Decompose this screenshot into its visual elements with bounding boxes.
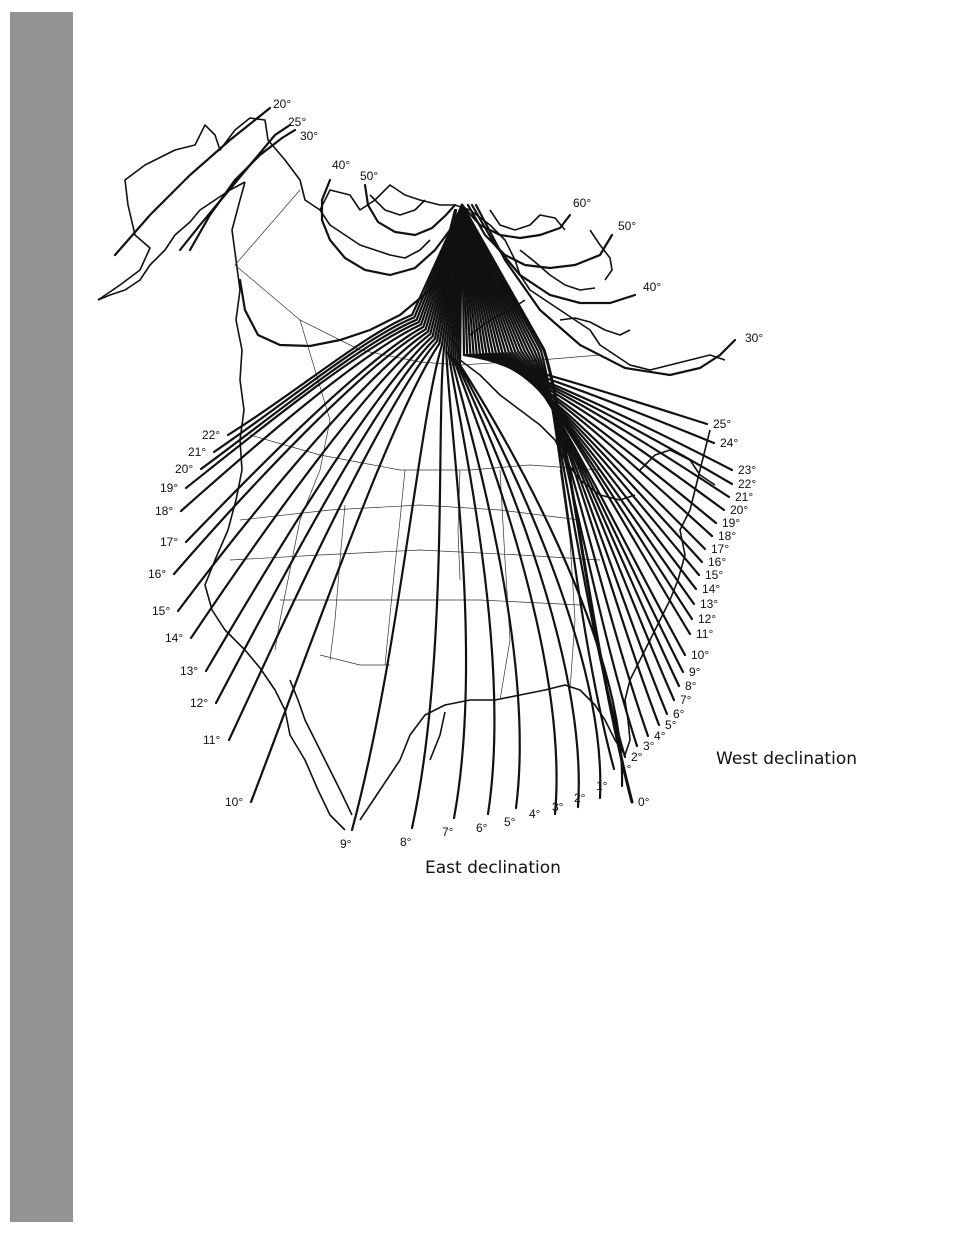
label-west-5: 5° — [504, 816, 515, 828]
label-west-8: 8° — [400, 836, 411, 848]
label-west-13: 13° — [180, 665, 198, 677]
label-west-15: 15° — [152, 605, 170, 617]
label-west-1: 1° — [596, 780, 607, 792]
isogonic-east-16 — [174, 205, 462, 574]
label-east-20: 20° — [730, 504, 748, 516]
isogonic-arctic-50 — [365, 185, 455, 235]
east-declination-caption: East declination — [425, 858, 561, 878]
label-east-22: 22° — [738, 478, 756, 490]
label-east-2: 2° — [631, 751, 642, 763]
label-west-9: 9° — [340, 838, 351, 850]
label-east-16: 16° — [708, 556, 726, 568]
label-east-15: 15° — [705, 569, 723, 581]
label-arctic-e50: 50° — [618, 220, 636, 232]
label-east-12: 12° — [698, 613, 716, 625]
label-east-1: 1° — [620, 763, 631, 775]
label-west-4: 4° — [529, 808, 540, 820]
label-west-17: 17° — [160, 536, 178, 548]
label-arctic-20: 20° — [273, 98, 291, 110]
label-west-18: 18° — [155, 505, 173, 517]
label-east-8: 8° — [685, 680, 696, 692]
label-west-22: 22° — [202, 429, 220, 441]
label-arctic-25: 25° — [288, 116, 306, 128]
label-arctic-e40: 40° — [643, 281, 661, 293]
label-west-10: 10° — [225, 796, 243, 808]
label-west-6: 6° — [476, 822, 487, 834]
label-west-16: 16° — [148, 568, 166, 580]
label-arctic-30: 30° — [300, 130, 318, 142]
isogonic-east-22 — [228, 205, 462, 435]
label-arctic-40: 40° — [332, 159, 350, 171]
label-west-14: 14° — [165, 632, 183, 644]
label-east-24: 24° — [720, 437, 738, 449]
label-east-4: 4° — [654, 730, 665, 742]
label-east-3: 3° — [643, 740, 654, 752]
label-west-11: 11° — [203, 734, 220, 746]
label-east-0: 0° — [638, 796, 649, 808]
label-east-10: 10° — [691, 649, 709, 661]
label-east-5: 5° — [665, 719, 676, 731]
label-west-12: 12° — [190, 697, 208, 709]
label-east-13: 13° — [700, 598, 718, 610]
label-east-25: 25° — [713, 418, 731, 430]
label-east-19: 19° — [722, 517, 740, 529]
label-east-14: 14° — [702, 583, 720, 595]
label-east-17: 17° — [711, 543, 729, 555]
label-east-11: 11° — [696, 628, 713, 640]
label-arctic-e30: 30° — [745, 332, 763, 344]
label-east-9: 9° — [689, 666, 700, 678]
label-east-23: 23° — [738, 464, 756, 476]
label-arctic-50: 50° — [360, 170, 378, 182]
label-west-19: 19° — [160, 482, 178, 494]
label-east-21: 21° — [735, 491, 753, 503]
label-west-2: 2° — [574, 792, 585, 804]
isogonic-east-14 — [191, 205, 462, 638]
west-declination-caption: West declination — [716, 749, 857, 769]
label-west-3: 3° — [552, 801, 563, 813]
label-west-21: 21° — [188, 446, 206, 458]
label-arctic-e60: 60° — [573, 197, 591, 209]
label-west-20: 20° — [175, 463, 193, 475]
label-east-18: 18° — [718, 530, 736, 542]
label-east-7: 7° — [680, 694, 691, 706]
label-west-7: 7° — [442, 826, 453, 838]
isogonic-lines — [174, 205, 732, 830]
isogonic-west-23 — [462, 205, 732, 470]
